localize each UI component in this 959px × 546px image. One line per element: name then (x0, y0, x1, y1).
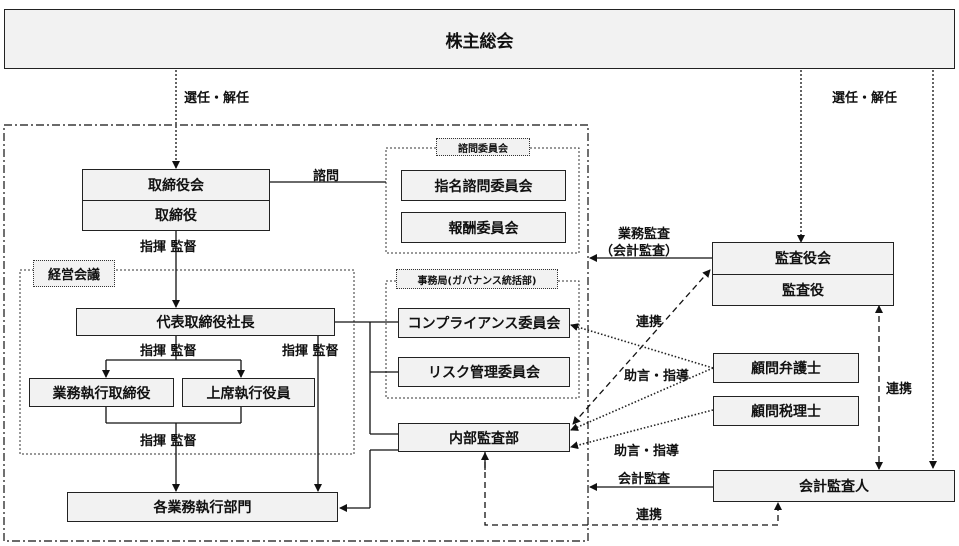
shareholders-box: 株主総会 (4, 9, 955, 69)
advice-label-1: 助言・指導 (624, 369, 690, 384)
shareholders-label: 株主総会 (445, 31, 514, 52)
board-meeting-label: 取締役会 (148, 177, 204, 194)
compliance-box: コンプライアンス委員会 (398, 308, 570, 338)
advisory-tag: 諮問委員会 (436, 138, 530, 156)
board-box: 取締役会 取締役 (82, 169, 270, 231)
senior-officer-box: 上席執行役員 (182, 378, 315, 407)
tax-advisor-box: 顧問税理士 (713, 396, 859, 426)
accounting-auditor-box: 会計監査人 (713, 470, 955, 502)
legal-advisor-box: 顧問弁護士 (713, 353, 859, 383)
directors-label: 取締役 (155, 208, 197, 225)
risk-box: リスク管理委員会 (398, 357, 570, 387)
direct-supervise-label-2: 指揮 監督 (140, 344, 197, 359)
elect-dismiss-left-label: 選任・解任 (184, 91, 250, 106)
internal-audit-box: 内部監査部 (398, 423, 570, 452)
president-box: 代表取締役社長 (76, 308, 335, 336)
management-tag: 経営会議 (33, 260, 115, 287)
secretariat-tag: 事務局(ガバナンス統括部) (396, 269, 558, 289)
cooperation-label-3: 連携 (636, 508, 663, 523)
cooperation-label-1: 連携 (636, 315, 663, 330)
elect-dismiss-right-label: 選任・解任 (832, 91, 898, 106)
business-audit-label: 業務監査 (618, 227, 671, 242)
remuneration-box: 報酬委員会 (401, 212, 566, 243)
direct-supervise-label-3: 指揮 監督 (282, 344, 339, 359)
nomination-box: 指名諮問委員会 (401, 170, 566, 201)
advice-label-2: 助言・指導 (614, 444, 680, 459)
accounting-audit-paren-label: （会計監査） (600, 244, 679, 259)
direct-supervise-label-1: 指揮 監督 (140, 240, 197, 255)
accounting-audit-label: 会計監査 (618, 472, 671, 487)
audit-board-box: 監査役会 監査役 (712, 242, 894, 306)
direct-supervise-label-4: 指揮 監督 (140, 434, 197, 449)
cooperation-label-2: 連携 (886, 382, 913, 397)
exec-director-box: 業務執行取締役 (29, 378, 174, 407)
management-frame (19, 269, 355, 455)
departments-box: 各業務執行部門 (67, 492, 338, 522)
consult-label: 諮問 (313, 169, 340, 184)
